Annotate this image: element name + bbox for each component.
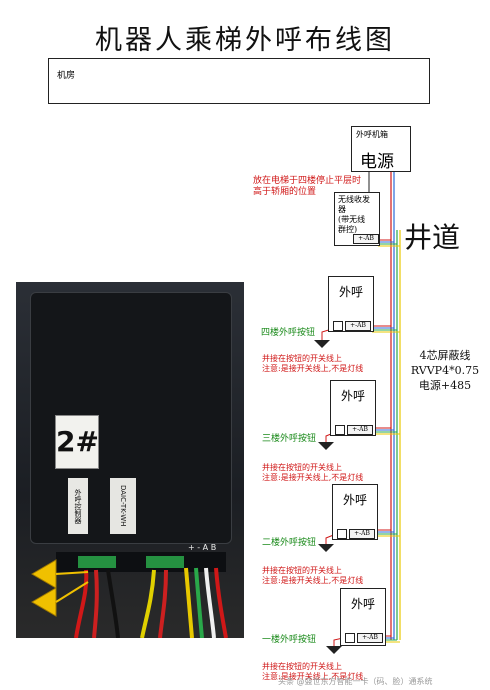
unit-label-2f: 外呼 <box>343 493 368 507</box>
button-label-3f: 三楼外呼按钮 <box>262 434 317 444</box>
wiring-note-2f-line2: 注意:是接开关线上,不是灯线 <box>262 576 364 585</box>
cable-line2: RVVP4*0.75 <box>410 364 480 377</box>
unit-label-1f: 外呼 <box>351 597 376 611</box>
cable-spec: 4芯屏蔽线 RVVP4*0.75 电源+485 <box>402 348 488 393</box>
controller-name-sticker: 外呼控制器 <box>68 478 88 534</box>
unit-label-4f: 外呼 <box>339 285 364 299</box>
wireless-note: 放在电梯于四楼停止平层时 高于轿厢的位置 <box>253 176 361 198</box>
power-label: 电源 <box>360 152 394 172</box>
unit-terminal-4f: +-AB <box>345 321 371 331</box>
unit-port-2f <box>337 529 347 539</box>
wiring-note-1f-line2: 注意:是接开关线上,不是灯线 <box>262 672 364 681</box>
wiring-note-4f-line1: 并接在按钮的开关线上 <box>262 354 342 363</box>
page-title: 机器人乘梯外呼布线图 <box>95 25 395 56</box>
arrow-markers <box>31 559 89 617</box>
wiring-note-4f-line2: 注意:是接开关线上,不是灯线 <box>262 364 364 373</box>
transceiver-line4: 群控) <box>338 225 358 234</box>
watermark: 头条 @盛世东方智能一卡（码、脸）通系统 <box>278 677 433 686</box>
wiring-note-4f: 并接在按钮的开关线上 注意:是接开关线上,不是灯线 <box>262 354 363 374</box>
unit-number-sticker: 2# <box>55 415 99 469</box>
unit-port-4f <box>333 321 343 331</box>
cable-line1: 4芯屏蔽线 <box>419 349 471 362</box>
machine-room-box: 机房 <box>48 58 430 104</box>
hall-box-caption: 外呼机箱 <box>356 130 388 139</box>
wireless-note-line1: 放在电梯于四楼停止平层时 <box>253 176 362 186</box>
wiring-note-3f-line1: 并接在按钮的开关线上 <box>262 463 342 472</box>
wiring-note-2f: 并接在按钮的开关线上 注意:是接开关线上,不是灯线 <box>262 566 363 586</box>
controller-wires <box>31 552 228 638</box>
wireless-note-line2: 高于轿厢的位置 <box>253 187 317 197</box>
pin-labels: + - A B <box>188 543 217 552</box>
wiring-note-1f: 并接在按钮的开关线上 注意:是接开关线上,不是灯线 <box>262 662 363 682</box>
wiring-note-3f: 并接在按钮的开关线上 注意:是接开关线上,不是灯线 <box>262 463 363 483</box>
hall-call-unit-1f: 外呼 +-AB <box>340 588 386 646</box>
model-sticker: DAIC-TK-WH <box>110 478 136 534</box>
machine-room-label: 机房 <box>57 71 76 81</box>
wiring-note-1f-line1: 并接在按钮的开关线上 <box>262 662 342 671</box>
hall-call-unit-3f: 外呼 +-AB <box>330 380 376 436</box>
transceiver-label: 无线收发 器 (带无线 群控) <box>338 195 370 235</box>
wireless-transceiver: 无线收发 器 (带无线 群控) +-AB <box>334 192 380 246</box>
hall-call-unit-4f: 外呼 +-AB <box>328 276 374 332</box>
unit-terminal-2f: +-AB <box>349 529 375 539</box>
unit-port-1f <box>345 633 355 643</box>
wiring-note-2f-line1: 并接在按钮的开关线上 <box>262 566 342 575</box>
button-label-2f: 二楼外呼按钮 <box>262 538 317 548</box>
button-label-1f: 一楼外呼按钮 <box>262 635 317 645</box>
shaft-label: 井道 <box>404 221 461 254</box>
wiring-note-3f-line2: 注意:是接开关线上,不是灯线 <box>262 473 364 482</box>
unit-terminal-1f: +-AB <box>357 633 383 643</box>
riser-cable <box>390 140 401 640</box>
unit-label-3f: 外呼 <box>341 389 366 403</box>
transceiver-terminal: +-AB <box>353 234 379 244</box>
hall-call-unit-2f: 外呼 +-AB <box>332 484 378 540</box>
transceiver-line3: (带无线 <box>338 215 366 224</box>
cable-line3: 电源+485 <box>418 379 472 392</box>
transceiver-line2: 器 <box>338 205 346 214</box>
button-label-4f: 四楼外呼按钮 <box>261 328 316 338</box>
hall-call-box: 外呼机箱 电源 <box>351 126 411 172</box>
unit-port-3f <box>335 425 345 435</box>
unit-terminal-3f: +-AB <box>347 425 373 435</box>
transceiver-line1: 无线收发 <box>338 195 370 204</box>
branch-wires <box>372 239 400 643</box>
